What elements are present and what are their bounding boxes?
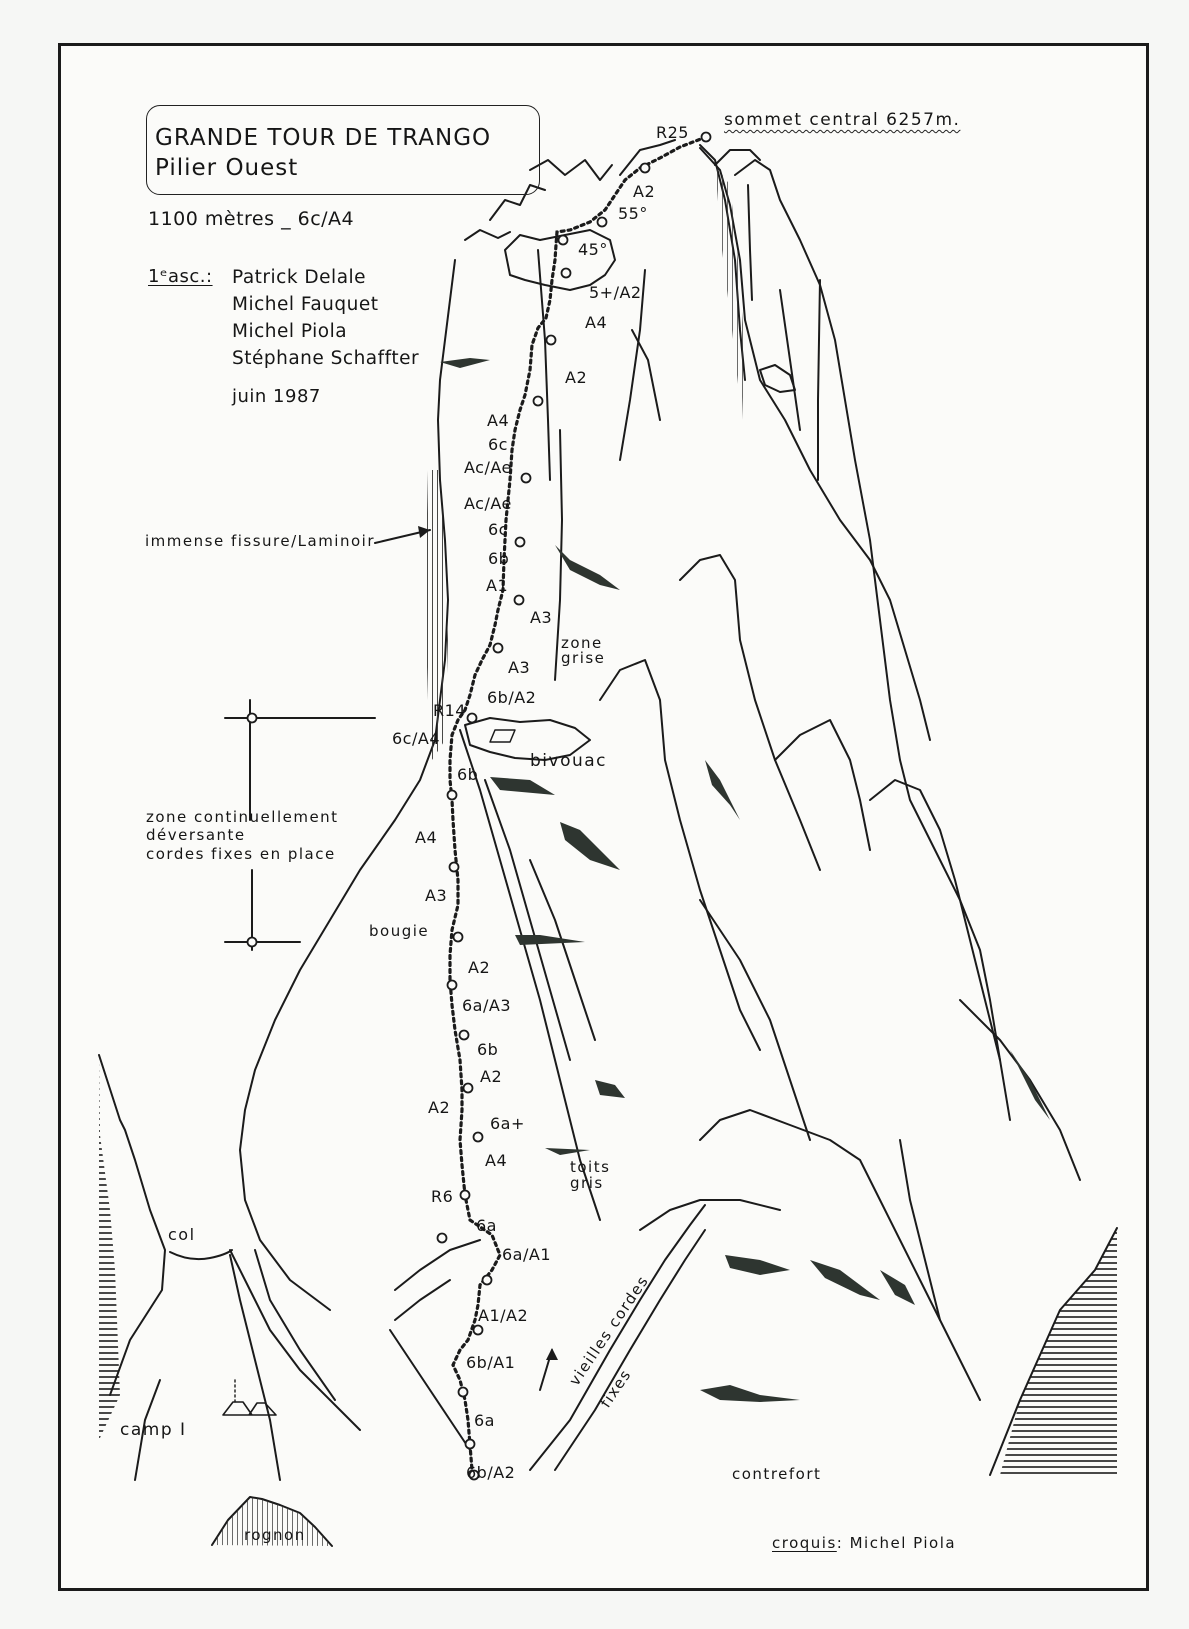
credits-label: croquis [772,1534,837,1552]
length-grade: 1100 mètres _ 6c/A4 [148,208,355,230]
bougie-label: bougie [369,922,430,940]
pitch-grade: A4 [487,411,510,430]
pitch-grade: 6a/A3 [462,996,511,1015]
first-ascent-name: Michel Piola [232,321,348,342]
pitch-grade: A1 [486,576,509,595]
pitch-grade: 6b/A2 [487,688,537,707]
credits: croquis: Michel Piola [772,1536,956,1551]
pitch-grade: A2 [565,368,588,387]
contrefort-label: contrefort [732,1465,822,1483]
first-ascent-name: Patrick Delale [232,267,367,288]
left-hatched-slope [99,1055,120,1440]
col-label: col [168,1225,196,1244]
pitch-grade: 6a [474,1411,495,1430]
pitch-grade: A3 [508,658,531,677]
toits-gris-label: toits [570,1158,611,1176]
climbing-route [448,135,708,1472]
overhang-annotation: cordes fixes en place [146,845,336,863]
pitch-grade: 6c [488,435,508,454]
zone-grise-label: grise [561,649,606,667]
pitch-grade: A4 [585,313,608,332]
belay-stations [246,131,712,1481]
first-ascent-name: Michel Fauquet [232,294,379,315]
pitch-grade: A2 [428,1098,451,1117]
credits-author: Michel Piola [849,1534,957,1552]
first-ascent-name: Stéphane Schaffter [232,348,420,369]
pitch-grade: 6a [476,1216,497,1235]
pitch-grade: A3 [530,608,553,627]
overhang-annotation: zone continuellement [146,808,339,826]
pitch-grade: A2 [480,1067,503,1086]
pitch-grade: 6b/A1 [466,1353,516,1372]
summit-label: sommet central 6257m. [724,110,961,130]
overhang-annotation: déversante [146,826,246,844]
pitch-grade: Ac/Ae [464,494,512,513]
pitch-grade: 6c/A4 [392,729,440,748]
right-hatched-slope [1000,1228,1117,1475]
zone-grise-label: zone [561,634,603,652]
first-ascent-label: 1ᵉasc.: [148,266,213,287]
pitch-grade: A1/A2 [478,1306,529,1325]
pitch-grade: 5+/A2 [589,283,642,302]
camp-label: camp I [120,1420,187,1440]
pitch-grade: 6a+ [490,1114,525,1133]
pitch-grade: 6b [477,1040,499,1059]
pitch-grade: 45° [578,240,608,259]
pitch-grade: A4 [415,828,438,847]
pitch-grade: 6b/A2 [466,1463,516,1482]
belay-r25: R25 [656,123,689,142]
pitch-grade: 6b [488,549,510,568]
pitch-grade: 55° [618,204,648,223]
pitch-grade: A4 [485,1151,508,1170]
fissure-annotation: immense fissure/Laminoir [145,532,375,550]
bivouac-label: bivouac [530,751,608,771]
title-box [146,105,540,195]
rognon-label: rognon [244,1526,306,1544]
pitch-grade: 6a/A1 [502,1245,551,1264]
belay-r6: R6 [431,1187,454,1206]
topo-title: GRANDE TOUR DE TRANGO [155,125,492,151]
belay-r14: R14 [433,701,466,720]
ascent-date: juin 1987 [232,386,321,407]
topo-subtitle: Pilier Ouest [155,155,299,181]
credits-separator: : [836,1534,850,1552]
pitch-grade: 6b [457,765,479,784]
pitch-grade: Ac/Ae [464,458,512,477]
pitch-grade: A2 [633,182,656,201]
drawing-frame [58,43,1149,1591]
toits-gris-label: gris [570,1174,604,1192]
pitch-grade: 6c [488,520,508,539]
pitch-grade: A2 [468,958,491,977]
pitch-grade: A3 [425,886,448,905]
